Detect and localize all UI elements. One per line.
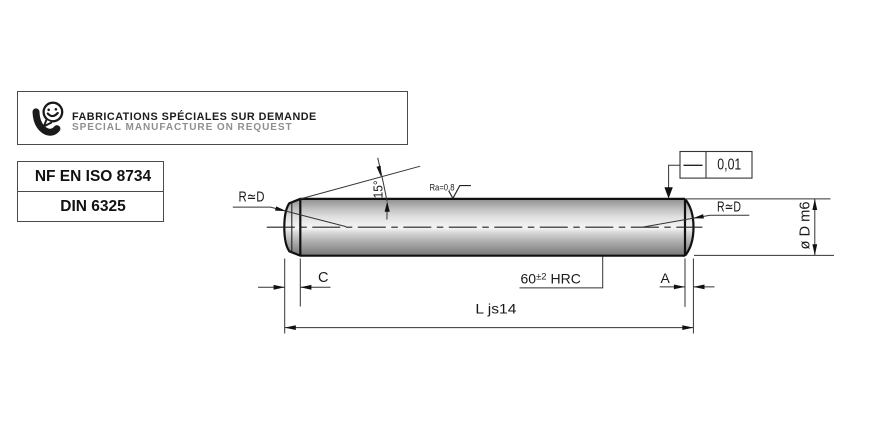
svg-text:R≃D: R≃D xyxy=(239,190,265,206)
svg-text:Ra=0,8: Ra=0,8 xyxy=(430,182,455,193)
svg-text:0,01: 0,01 xyxy=(717,157,741,174)
svg-text:ø D m6: ø D m6 xyxy=(797,202,814,250)
svg-text:C: C xyxy=(318,270,328,286)
svg-text:R≃D: R≃D xyxy=(717,200,741,216)
svg-text:A: A xyxy=(661,270,671,286)
svg-text:15°: 15° xyxy=(371,180,386,198)
svg-text:60±2 HRC: 60±2 HRC xyxy=(521,271,581,287)
svg-text:L js14: L js14 xyxy=(475,301,516,317)
